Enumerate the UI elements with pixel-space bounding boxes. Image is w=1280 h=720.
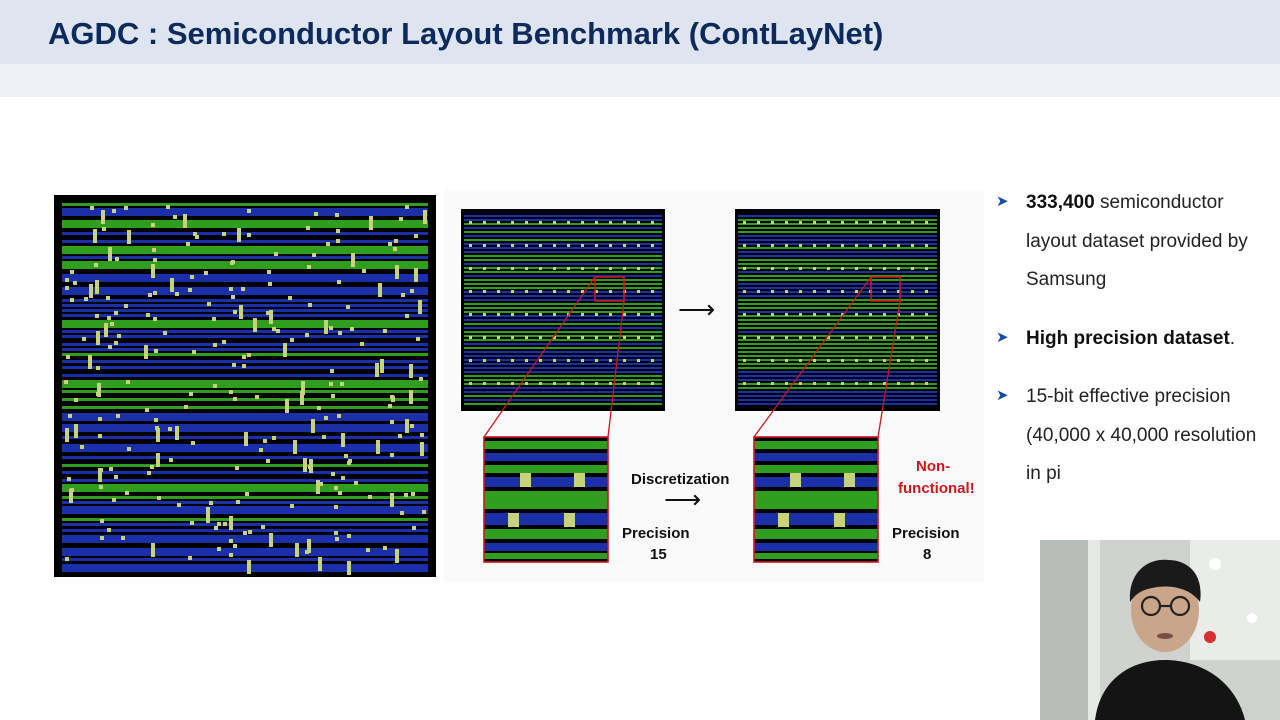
zoom-region-box <box>870 276 901 302</box>
bullet-list: ➤ 333,400 semiconductor layout dataset p… <box>996 184 1266 514</box>
precision-right-label: Precision <box>892 525 960 542</box>
full-layout-image <box>54 195 436 577</box>
bullet-text: . <box>1229 327 1236 349</box>
layout-thumbnail-precision-8 <box>735 209 940 411</box>
layout-thumbnail-precision-15 <box>461 209 665 411</box>
presenter-webcam <box>1040 540 1280 720</box>
precision-right-value: 8 <box>923 546 932 563</box>
nonfunctional-label-line1: Non- <box>916 458 951 475</box>
precision-left-label: Precision <box>622 525 690 542</box>
bullet-text: 15-bit effective precision (40,000 x 40,… <box>1026 386 1257 484</box>
zoom-region-box <box>594 276 625 302</box>
bullet-bold: 333,400 <box>1026 192 1095 213</box>
slide-title: AGDC : Semiconductor Layout Benchmark (C… <box>48 16 884 51</box>
bullet-item: ➤ 333,400 semiconductor layout dataset p… <box>996 184 1266 300</box>
zoomed-layout-precision-8 <box>753 436 879 563</box>
discretization-label: Discretization <box>631 471 730 488</box>
title-strip <box>0 64 1280 97</box>
bullet-text: semiconductor layout dataset provided by… <box>1026 192 1248 290</box>
bottom-arrow: ⟶ <box>664 484 702 514</box>
zoomed-layout-precision-15 <box>483 436 609 563</box>
nonfunctional-label-line2: functional! <box>898 480 975 497</box>
bullet-item: ➤ High precision dataset. <box>996 320 1266 359</box>
precision-left-value: 15 <box>650 546 667 563</box>
top-arrow: ⟶ <box>678 294 716 324</box>
arrowhead-bullet-icon: ➤ <box>996 328 1009 346</box>
bullet-item: ➤ 15-bit effective precision (40,000 x 4… <box>996 378 1266 494</box>
discretization-figure: ⟶ Discretization ⟶ Precision 15 Precisio… <box>444 190 984 582</box>
title-bar <box>0 0 1280 64</box>
arrowhead-bullet-icon: ➤ <box>996 193 1009 210</box>
arrowhead-bullet-icon: ➤ <box>996 387 1009 404</box>
bullet-bold: High precision dataset <box>1026 327 1230 349</box>
